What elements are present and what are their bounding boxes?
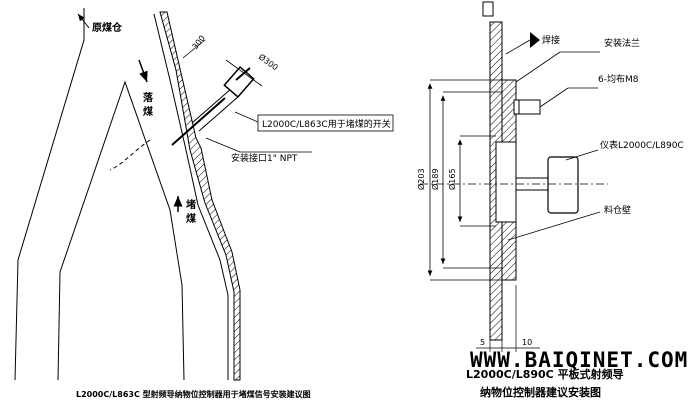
blocked-coal-label-2: 煤 <box>186 212 196 225</box>
instrument-leader <box>565 149 599 161</box>
dim-5-label: 5 <box>480 338 485 347</box>
left-caption: L2000C/L863C 型射频导纳物位控制器用于堵煤信号安装建议图 <box>76 389 311 399</box>
chute-wall-hatched <box>159 11 241 381</box>
weld-flag <box>530 32 540 48</box>
falling-coal-label-1: 落 <box>143 91 154 104</box>
dim-300-line <box>182 39 206 59</box>
weld-label: 焊接 <box>542 34 560 46</box>
inner-cone <box>57 80 185 381</box>
raw-bin-arrow <box>77 13 90 29</box>
d165-label: Ø165 <box>447 168 457 190</box>
chute-inner-line <box>153 13 229 380</box>
right-drawing: Ø203 Ø189 Ø165 5 10 焊接 安装法兰 6-均布M8 仪表L20… <box>416 1 684 399</box>
dim-dia300-line <box>225 59 263 87</box>
d203-label: Ø203 <box>416 168 426 190</box>
mount-port-label: 安装接口1" NPT <box>231 152 298 164</box>
instrument-head <box>547 156 579 214</box>
flange-label: 安装法兰 <box>604 37 640 49</box>
dim-300-label: 300 <box>190 34 207 52</box>
weld-leader <box>505 39 531 55</box>
instrument-label: 仪表L2000C/L890C <box>600 139 684 151</box>
diameter-dimensions <box>427 79 502 281</box>
d189-label: Ø189 <box>430 168 440 190</box>
port-leader <box>205 137 241 153</box>
bin-wall-label: 料仓壁 <box>604 204 631 216</box>
hopper-left-wall <box>14 8 85 381</box>
falling-arrow <box>138 59 148 83</box>
falling-coal-label-2: 煤 <box>143 105 153 118</box>
dim-10-label: 10 <box>522 338 532 347</box>
right-caption-line2: 纳物位控制器建议安装图 <box>480 385 601 399</box>
flange-leader <box>515 51 561 83</box>
switch-leader <box>234 111 259 123</box>
left-drawing: 原煤仓 落 煤 堵 煤 300 Ø300 L2000C/L863C用于堵煤的开关… <box>14 8 394 399</box>
switch-note-box <box>257 114 394 132</box>
top-stub <box>482 1 494 17</box>
probe-plate <box>495 141 517 223</box>
coal-flow-dashed <box>109 139 151 171</box>
bolt-leader <box>539 87 569 108</box>
blocked-coal-label-1: 堵 <box>186 198 196 211</box>
switch-note-label: L2000C/L863C用于堵煤的开关 <box>262 118 391 130</box>
wall-leader <box>507 211 601 241</box>
bolt <box>513 99 541 115</box>
bolt-label: 6-均布M8 <box>598 73 639 85</box>
watermark: WWW.BAIQINET.COM <box>470 348 688 372</box>
dim-dia300-label: Ø300 <box>257 52 280 73</box>
raw-coal-bin-label: 原煤仓 <box>92 21 123 34</box>
right-caption-line1: L2000C/L890C 平板式射频导 <box>466 367 624 381</box>
